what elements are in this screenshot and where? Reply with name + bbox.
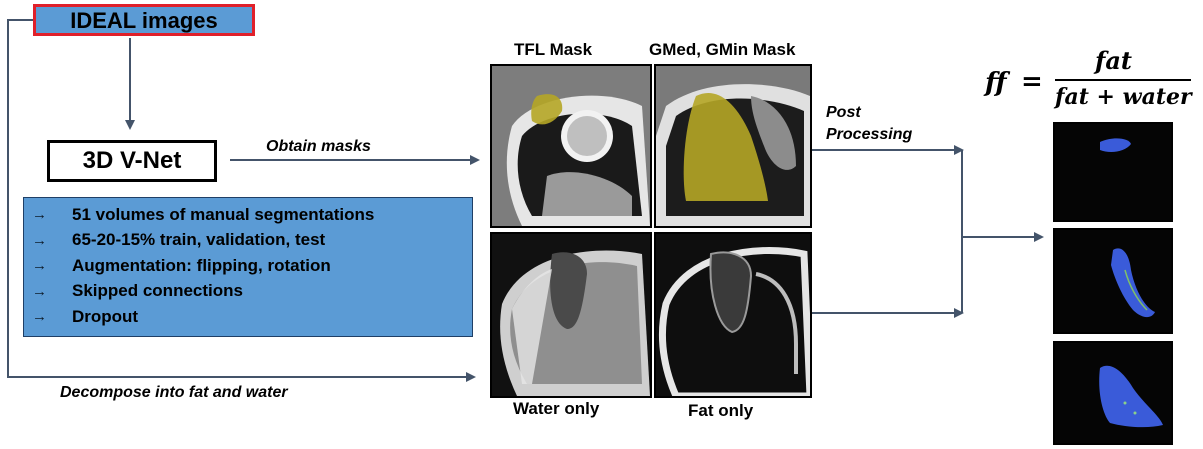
- decompose-label: Decompose into fat and water: [60, 384, 288, 401]
- formula-fraction-bar: [1055, 79, 1191, 81]
- obtain-masks-label: Obtain masks: [266, 138, 371, 155]
- list-item: →65-20-15% train, validation, test: [32, 230, 326, 250]
- list-item: →Skipped connections: [32, 281, 243, 301]
- bullet-arrow-icon: →: [32, 231, 47, 249]
- gmed-mask-image: [654, 64, 812, 228]
- list-item: →51 volumes of manual segmentations: [32, 204, 375, 224]
- ff-map-2: [1053, 228, 1173, 334]
- vnet-box: 3D V-Net: [47, 140, 217, 182]
- training-details-box: →51 volumes of manual segmentations →65-…: [23, 197, 473, 337]
- bullet-arrow-icon: →: [32, 257, 47, 275]
- ff-map-3: [1053, 341, 1173, 445]
- post-processing-label: Post Processing: [826, 104, 913, 143]
- bullet-arrow-icon: →: [32, 206, 47, 224]
- bullet-arrow-icon: →: [32, 308, 47, 326]
- water-only-image: [490, 232, 652, 398]
- ff-map-1: [1053, 122, 1173, 222]
- gmed-mask-title: GMed, GMin Mask: [649, 40, 796, 59]
- ideal-images-box: IDEAL images: [33, 4, 255, 36]
- arrow-ideal-decompose: [7, 19, 476, 382]
- formula-equals: =: [1021, 67, 1043, 97]
- list-item: →Dropout: [32, 306, 139, 326]
- bullet-arrow-icon: →: [32, 282, 47, 300]
- formula-numerator: fat: [1095, 46, 1132, 75]
- fat-only-image: [654, 232, 812, 398]
- water-only-title: Water only: [513, 399, 600, 418]
- list-item: →Augmentation: flipping, rotation: [32, 255, 331, 275]
- formula-lhs: ff: [985, 68, 1007, 98]
- fat-only-title: Fat only: [688, 401, 754, 420]
- tfl-mask-title: TFL Mask: [514, 40, 593, 59]
- tfl-mask-image: [490, 64, 652, 228]
- formula-denominator: fat + water: [1055, 84, 1192, 110]
- ff-formula: ff = fat fat + water: [985, 46, 1203, 112]
